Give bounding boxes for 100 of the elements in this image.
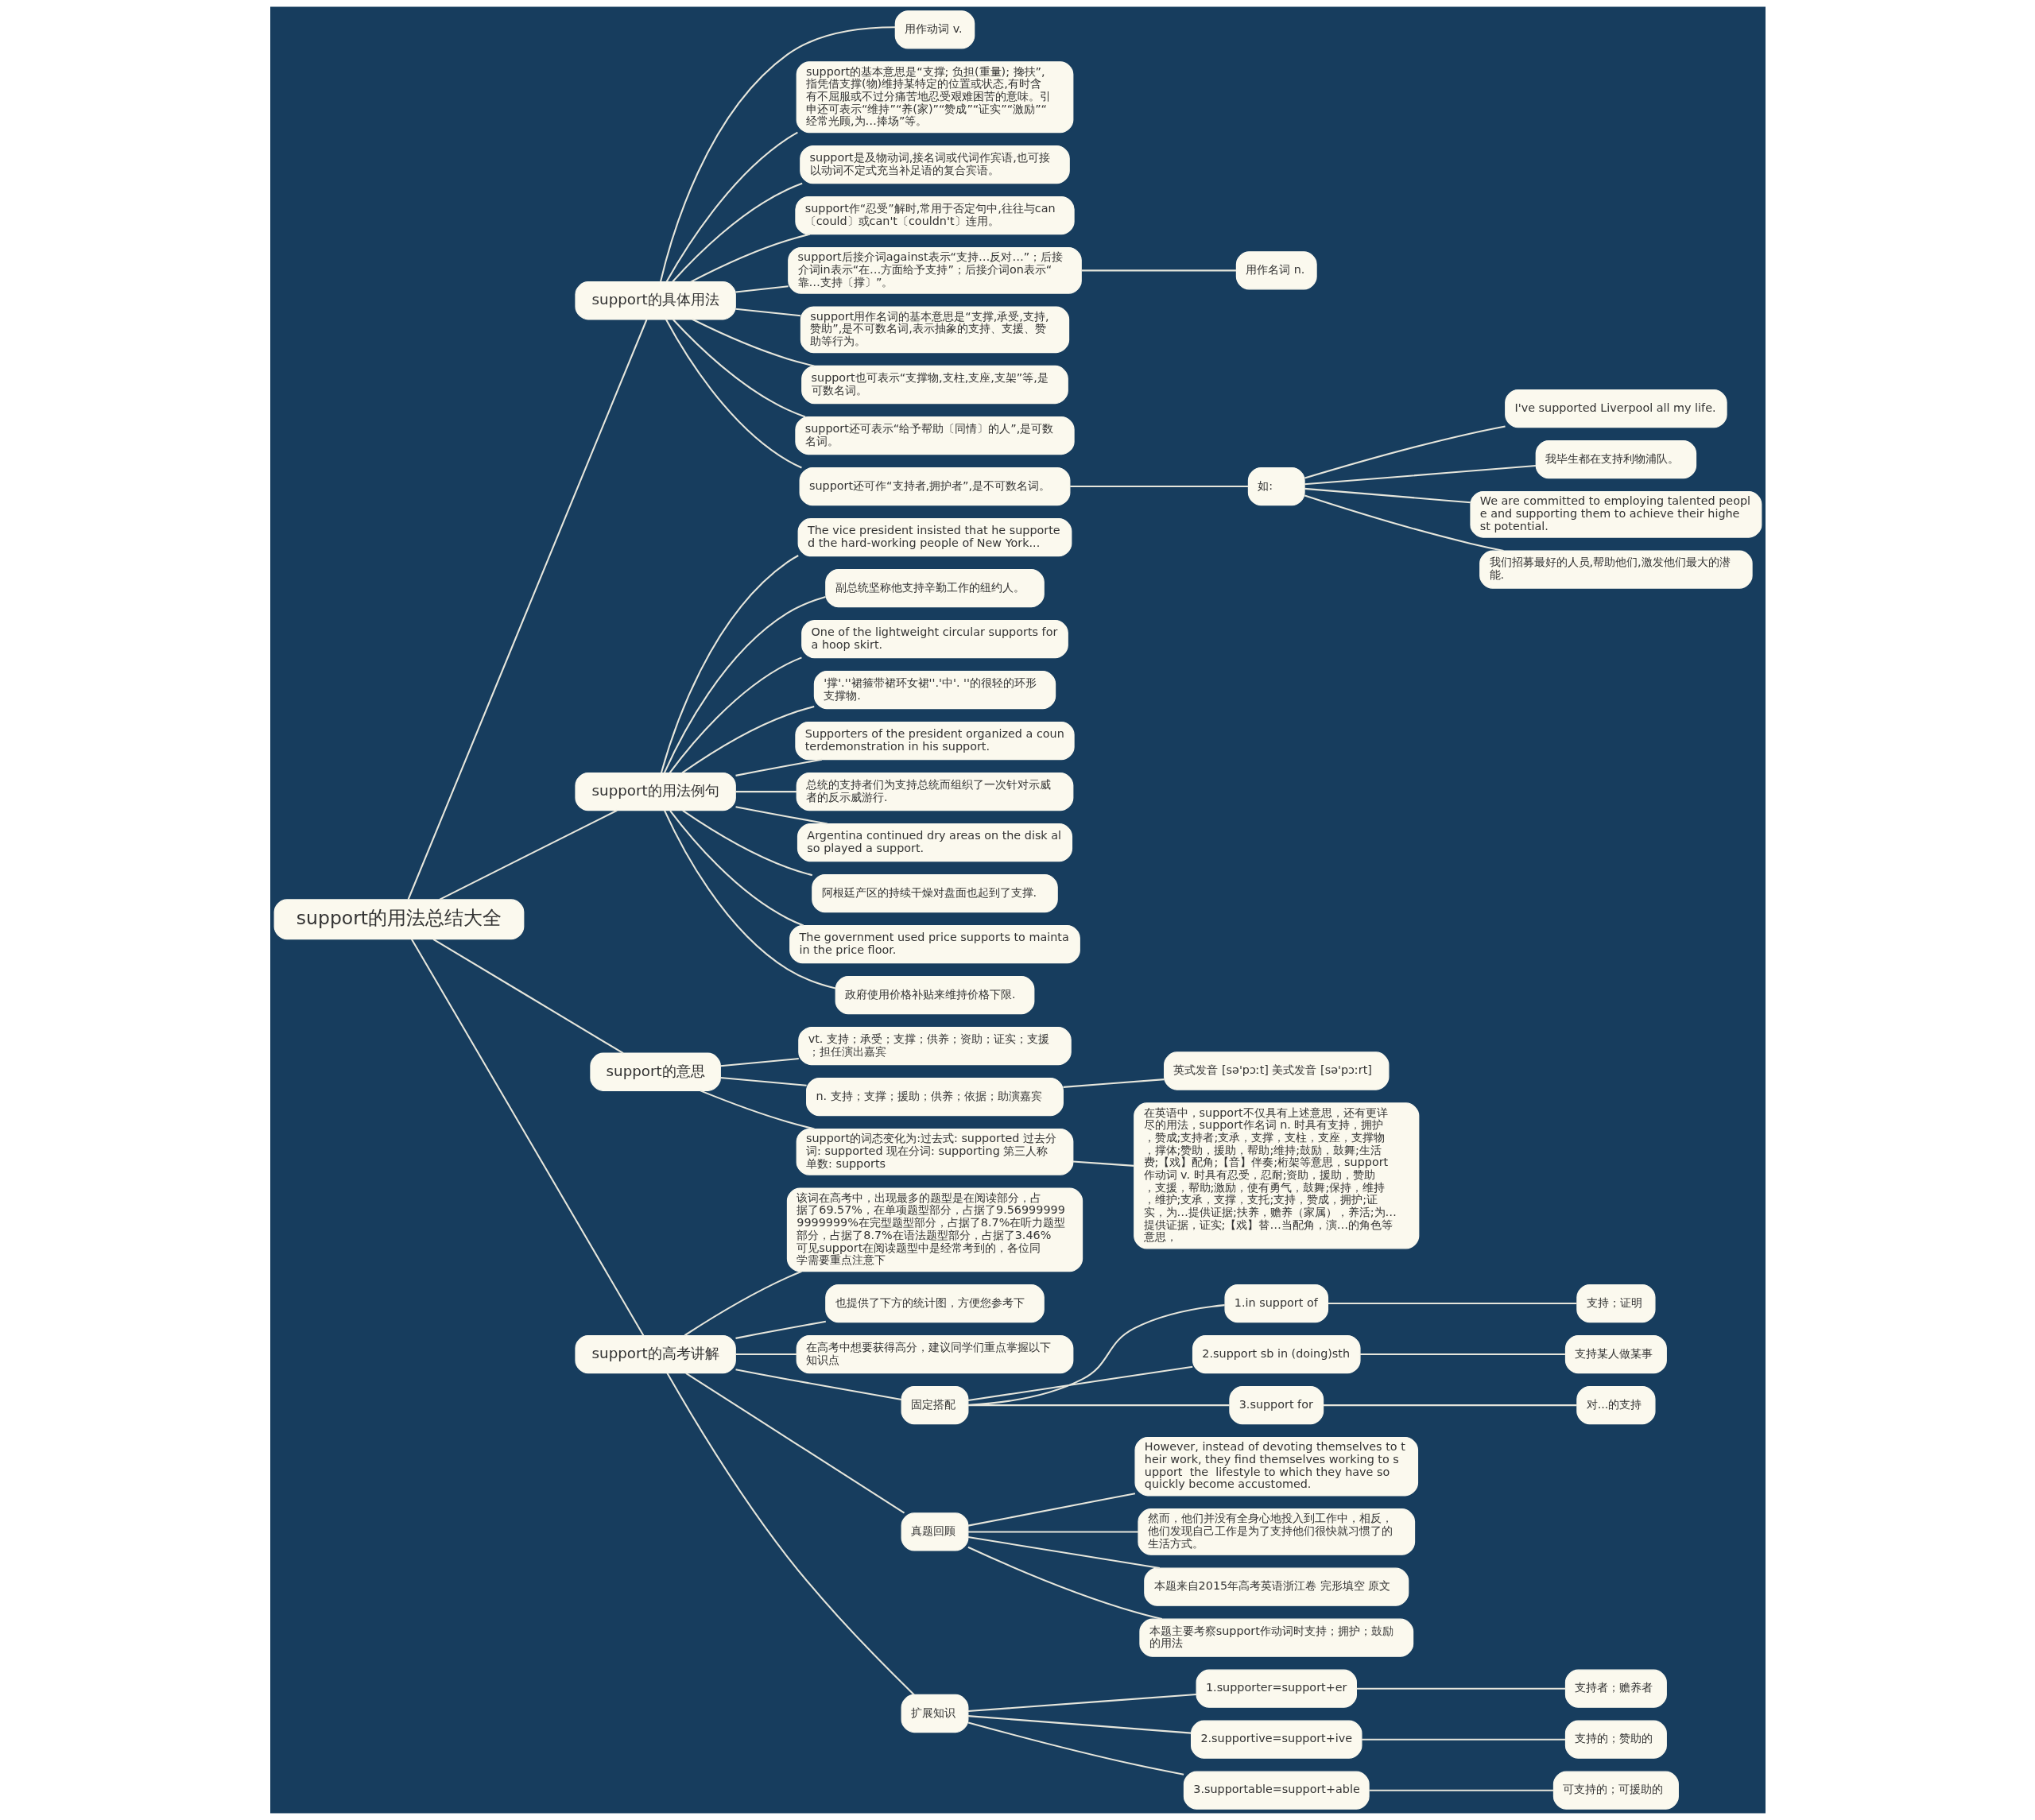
- node-box: 我们招募最好的人员,帮助他们,激发他们最大的潜能.: [1479, 550, 1753, 589]
- node-box: 3.supportable=support+able: [1183, 1771, 1370, 1810]
- connector: [967, 1304, 1225, 1406]
- node-box: support也可表示“支撑物,支柱,支座,支架”等,是可数名词。: [800, 365, 1068, 405]
- connector: [659, 26, 895, 282]
- connector: [719, 1058, 799, 1067]
- node-box: Argentina continued dry areas on the disk also played a support.: [797, 823, 1072, 862]
- node-box: Supporters of the president organized a counterdemonstration in his support.: [794, 721, 1075, 761]
- connector: [735, 1369, 901, 1401]
- node-box: 在高考中想要获得高分，建议同学们重点掌握以下知识点: [796, 1334, 1073, 1374]
- connector: [432, 938, 623, 1055]
- connector: [967, 1693, 1196, 1713]
- node-box: 用作动词 v.: [894, 10, 975, 49]
- node-box: support的具体用法: [574, 281, 736, 320]
- node-box: support用作名词的基本意思是“支撑,承受,支持,赞助”,是不可数名词,表示抽象的支持、支援、赞助等行为。: [800, 306, 1069, 354]
- node-box: We are committed to employing talented people and supporting them to achieve their highest potential.: [1469, 490, 1762, 538]
- connector: [967, 1535, 1160, 1570]
- connector: [735, 1353, 797, 1356]
- node-box: vt. 支持；承受；支撑；供养；资助；证实；支援；担任演出嘉宾: [797, 1026, 1072, 1066]
- node-box: 固定搭配: [901, 1385, 968, 1425]
- node-box: 总统的支持者们为支持总统而组织了一次针对示威者的反示威游行.: [796, 772, 1073, 811]
- node-box: 扩展知识: [901, 1694, 968, 1733]
- node-box: support的高考讲解: [574, 1334, 736, 1374]
- connector: [1063, 1078, 1165, 1088]
- connector: [681, 810, 812, 877]
- node-box: 在英语中，support不仅具有上述意思，还有更详尽的用法，support作名词 n. 时具有支持，拥护，赞成;支持者;支承，支撑，支柱，支座，支撑物，撑体;赞助，援助，帮助;维持;鼓励，鼓舞;生活费;【戏】配角;【音】伴奏;桁架等意思，support作动词 v. 时具有忍受，忍耐;资助，援助，赞助，支援，帮助;激励，使有勇气，鼓舞;保持，维持，维护;支承，支撑，支托;支持，赞成，拥护;证实，为…提供证据;扶养，赡养（家属），养活;为…提供证据，证实;【戏】替…当配角，演…的角色等意思，: [1133, 1102, 1419, 1249]
- connector: [1080, 269, 1236, 272]
- node-box: 我毕生都在支持利物浦队。: [1535, 440, 1696, 479]
- node-box: 2.support sb in (doing)sth: [1192, 1334, 1361, 1374]
- node-box: support还可表示“给予帮助〔同情〕的人”,是可数名词。: [794, 416, 1075, 455]
- connector: [665, 131, 798, 282]
- node-box: I've supported Liverpool all my life.: [1504, 389, 1727, 428]
- node-box: 本题主要考察support作动词时支持；拥护；鼓励的用法: [1138, 1618, 1413, 1657]
- node-box: 阿根廷产区的持续干燥对盘面也起到了支撑.: [811, 873, 1058, 913]
- node-box: 2.supportive=support+ive: [1190, 1720, 1362, 1759]
- connector: [691, 318, 814, 367]
- connector: [967, 1546, 1162, 1621]
- connector: [1304, 494, 1504, 552]
- node-box: 支持某人做某事: [1564, 1334, 1667, 1374]
- connector: [690, 233, 810, 283]
- node-box: support的意思: [589, 1052, 721, 1091]
- node-box: n. 支持；支撑；援助；供养；依据；助演嘉宾: [805, 1077, 1064, 1117]
- connector: [684, 1372, 905, 1514]
- node-box: 用作名词 n.: [1235, 251, 1317, 290]
- connector: [735, 758, 822, 776]
- connector: [1356, 1687, 1565, 1690]
- connector: [967, 1493, 1135, 1527]
- connector: [967, 1715, 1192, 1734]
- node-box: 真题回顾: [901, 1512, 968, 1551]
- node-box: 本题来自2015年高考英语浙江卷 完形填空 原文: [1143, 1567, 1409, 1606]
- connector: [669, 656, 802, 774]
- connector: [665, 1373, 915, 1696]
- connector: [669, 810, 804, 927]
- connector: [681, 706, 814, 774]
- connector: [967, 1531, 1138, 1533]
- connector: [1304, 425, 1506, 479]
- connector: [663, 810, 835, 989]
- connector: [967, 1404, 1230, 1407]
- node-box: support的词态变化为:过去式: supported 过去分词: supported 现在分词: supporting 第三人称单数: supports: [796, 1128, 1073, 1175]
- connector: [671, 182, 803, 283]
- connector: [735, 285, 789, 293]
- connector: [735, 1320, 826, 1339]
- connector: [1069, 486, 1248, 488]
- node-box: 1.supporter=support+er: [1196, 1669, 1357, 1708]
- connector: [660, 555, 799, 773]
- node-box: support的用法例句: [574, 772, 736, 811]
- node-box: 然而，他们并没有全身心地投入到工作中，相反，他们发现自己工作是为了支持他们很快就习惯了的生活方式。: [1137, 1508, 1415, 1555]
- connector: [1072, 1160, 1134, 1167]
- connector: [438, 809, 618, 900]
- connector: [735, 308, 800, 317]
- connector: [1323, 1404, 1577, 1407]
- connector: [407, 319, 647, 900]
- node-box: support还可作“支持者,拥护者”,是不可数名词。: [799, 467, 1070, 506]
- connector: [1361, 1738, 1565, 1741]
- node-box: 该词在高考中，出现最多的题型是在阅读部分，占据了69.57%，在单项题型部分，占据了9.569999999999999%在完型题型部分，占据了8.7%在听力题型部分，占据了8.7%在语法题型部分，占据了3.46%可见support在阅读题型中是经常考到的，各位同学需要重点注意下: [786, 1187, 1083, 1272]
- node-box: 支持者；赡养者: [1564, 1669, 1667, 1708]
- connector: [967, 1365, 1192, 1402]
- connector: [1328, 1303, 1576, 1305]
- node-box: The vice president insisted that he supported the hard-working people of New York...: [797, 517, 1072, 557]
- connector: [719, 1076, 807, 1086]
- connector: [1369, 1789, 1553, 1791]
- connector: [1304, 487, 1471, 504]
- node-box: support后接介词against表示“支持…反对…”；后接介词in表示“在…方面给予支持”；后接介词on表示“靠…支持〔撑〕”。: [787, 246, 1082, 294]
- node-box: However, instead of devoting themselves to their work, they find themselves working to support the lifestyle to which they have so quickly become accustomed.: [1134, 1436, 1418, 1497]
- node-box: The government used price supports to maintain the price floor.: [789, 924, 1080, 964]
- connector: [665, 319, 802, 469]
- connector: [410, 939, 644, 1336]
- node-box: 政府使用价格补贴来维持价格下限.: [835, 975, 1034, 1015]
- node-box: 支持的；赞助的: [1564, 1720, 1667, 1759]
- node-box: support的基本意思是“支撑; 负担(重量); 搀扶”,指凭借支撑(物)维持某特定的位置或状态,有时含有不屈服或不过分痛苦地忍受艰难困苦的意味。引申还可表示“维持”“养(家)”“赞成”“证实”“激励”“经常光顾,为…捧场”等。: [796, 61, 1073, 134]
- node-box: 对...的支持: [1576, 1385, 1656, 1425]
- connector: [1359, 1353, 1565, 1356]
- connector: [735, 791, 797, 793]
- node-box: One of the lightweight circular supports for a hoop skirt.: [800, 619, 1068, 659]
- connector: [700, 1090, 815, 1130]
- node-box: support是及物动词,接名词或代词作宾语,也可接以动词不定式充当补足语的复合宾语。: [799, 145, 1070, 184]
- node-box: 英式发音 [sə'pɔːt] 美式发音 [sə'pɔːrt]: [1163, 1051, 1389, 1090]
- connector: [684, 1270, 802, 1337]
- connector: [663, 595, 826, 773]
- node-box: 可支持的；可援助的: [1552, 1771, 1679, 1810]
